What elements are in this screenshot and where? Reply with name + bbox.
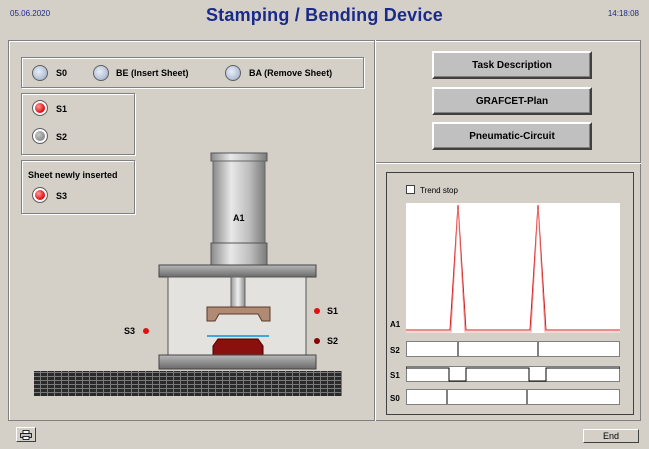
title-bar bbox=[0, 0, 649, 34]
pneumatic-circuit-button[interactable]: Pneumatic-Circuit bbox=[432, 122, 592, 150]
print-button[interactable] bbox=[16, 427, 36, 442]
a1-trend-curve bbox=[406, 204, 620, 333]
be-insert-sheet-lamp[interactable] bbox=[93, 65, 109, 81]
a1-trend-plot bbox=[406, 203, 620, 333]
top-plate bbox=[158, 264, 317, 278]
die-block bbox=[212, 338, 264, 356]
s0-label: S0 bbox=[56, 68, 68, 78]
s2-lamp bbox=[32, 128, 48, 144]
cylinder-a1 bbox=[210, 152, 268, 266]
grafcet-plan-button[interactable]: GRAFCET-Plan bbox=[432, 87, 592, 115]
mode-selector-group bbox=[21, 57, 364, 88]
trend-s0-label: S0 bbox=[390, 394, 400, 403]
trend-stop-checkbox[interactable] bbox=[406, 185, 415, 194]
be-insert-sheet-label: BE (Insert Sheet) bbox=[116, 68, 189, 78]
trend-stop-label: Trend stop bbox=[420, 186, 458, 195]
sensor-group bbox=[21, 93, 135, 155]
task-description-button[interactable]: Task Description bbox=[432, 51, 592, 79]
trend-a1-label: A1 bbox=[390, 320, 401, 329]
sheet-inserted-group bbox=[21, 160, 135, 214]
stamping-device-drawing bbox=[143, 152, 320, 370]
sheet-inserted-title: Sheet newly inserted bbox=[28, 170, 118, 180]
time-display: 14:18:08 bbox=[607, 9, 639, 18]
cylinder-label: A1 bbox=[233, 213, 245, 223]
s0-lamp[interactable] bbox=[32, 65, 48, 81]
s1-lamp bbox=[32, 100, 48, 116]
ba-remove-sheet-lamp[interactable] bbox=[225, 65, 241, 81]
s3-lamp[interactable] bbox=[32, 187, 48, 203]
stamp-tool bbox=[206, 306, 271, 322]
page-title: Stamping / Bending Device bbox=[205, 5, 444, 25]
s1-signal-trace bbox=[406, 367, 620, 382]
metal-sheet bbox=[207, 335, 269, 337]
s2-sensor-label: S2 bbox=[56, 132, 68, 142]
s1-sensor-label: S1 bbox=[56, 104, 68, 114]
trend-s1-label: S1 bbox=[390, 371, 400, 380]
s3-indicator-dot bbox=[143, 328, 149, 334]
panel-divider-vertical bbox=[374, 40, 376, 421]
s1-indicator-dot bbox=[314, 308, 320, 314]
device-s1-label: S1 bbox=[327, 306, 339, 316]
s3-sensor-label: S3 bbox=[56, 191, 68, 201]
bottom-plate bbox=[158, 354, 317, 370]
s2-signal-trace bbox=[457, 342, 539, 356]
s2-signal-track bbox=[406, 341, 620, 357]
device-s2-label: S2 bbox=[327, 336, 339, 346]
s1-signal-track bbox=[406, 366, 620, 382]
device-s3-label: S3 bbox=[124, 326, 136, 336]
s0-signal-trace bbox=[446, 390, 528, 404]
piston-rod bbox=[230, 276, 246, 308]
s2-indicator-dot bbox=[314, 338, 320, 344]
trend-s2-label: S2 bbox=[390, 346, 400, 355]
date-display: 05.06.2020 bbox=[10, 9, 51, 18]
panel-divider-horizontal bbox=[376, 162, 641, 164]
brick-floor bbox=[34, 371, 342, 396]
ba-remove-sheet-label: BA (Remove Sheet) bbox=[249, 68, 333, 78]
printer-icon bbox=[20, 429, 32, 440]
s0-signal-track bbox=[406, 389, 620, 405]
end-button[interactable]: End bbox=[583, 429, 639, 443]
